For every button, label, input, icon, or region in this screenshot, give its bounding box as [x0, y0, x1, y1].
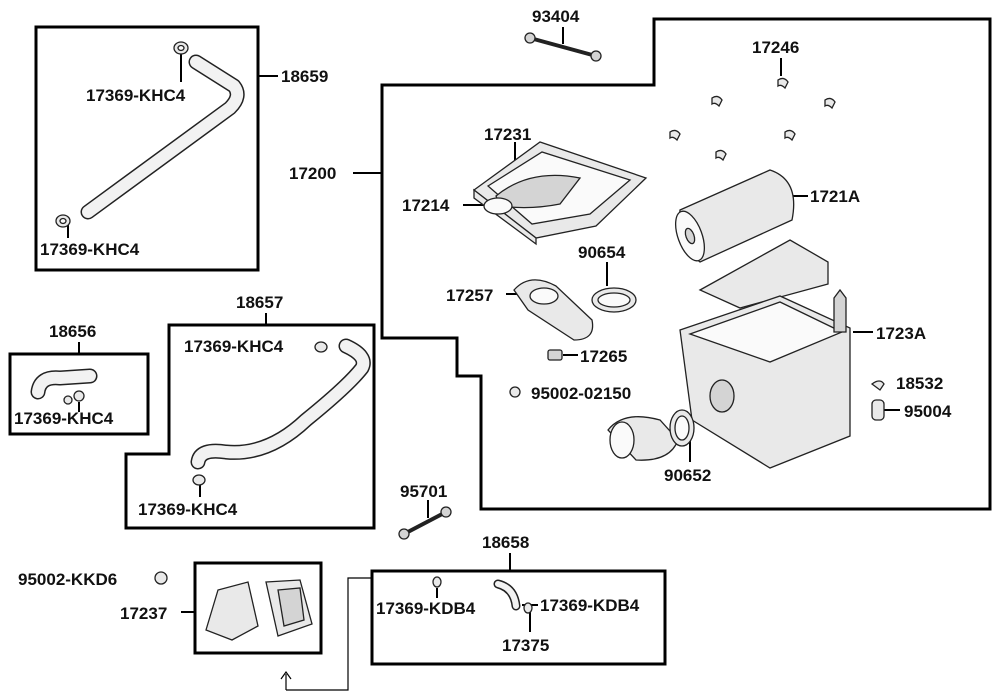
label-17237: 17237: [120, 604, 167, 623]
label-17246: 17246: [752, 38, 799, 57]
hose-18657: [190, 338, 371, 470]
frame-18658: [370, 569, 667, 666]
frame-17200: [380, 17, 992, 511]
hose-18659: [80, 54, 245, 220]
hose-clamp-icon-90654: [591, 287, 637, 313]
filter-element-1721a: [674, 169, 795, 263]
fitting-icon-17375: [523, 602, 533, 614]
bolt-icon-95701: [398, 506, 452, 540]
cap-icon-95004: [871, 399, 885, 421]
frame-18657: [124, 323, 376, 530]
label-17369-khc4-e: 17369-KHC4: [138, 500, 238, 519]
clip-icon-kdb4-a: [432, 576, 442, 588]
label-17375: 17375: [502, 636, 549, 655]
clamp-icon-18659-bottom: [55, 214, 71, 228]
label-17265: 17265: [580, 347, 627, 366]
clip-icon-95002-02150: [509, 386, 521, 398]
label-95002-02150: 95002-02150: [531, 384, 631, 403]
label-17214: 17214: [402, 196, 450, 215]
label-17369-khc4-c: 17369-KHC4: [184, 337, 284, 356]
label-1721a: 1721A: [810, 187, 860, 206]
clamp-icon-18657-bottom: [192, 474, 206, 486]
label-18658: 18658: [482, 533, 529, 552]
clamp-icon-18656: [63, 390, 85, 405]
bracket-icon-93404: [524, 32, 602, 62]
label-17369-kdb4-b: 17369-KDB4: [540, 596, 640, 615]
label-95701: 95701: [400, 482, 447, 501]
hose-18656: [30, 368, 98, 400]
label-95002-kkd6: 95002-KKD6: [18, 570, 117, 589]
label-95004: 95004: [904, 402, 952, 421]
label-17369-khc4-b: 17369-KHC4: [40, 240, 140, 259]
duct-icon-17257: [513, 279, 594, 341]
separator-icon-17237: [205, 579, 313, 641]
clamp-icon-18659-top: [173, 41, 189, 55]
label-18532: 18532: [896, 374, 943, 393]
label-17369-khc4-a: 17369-KHC4: [86, 86, 186, 105]
clip-icon-95002-kkd6: [154, 571, 168, 585]
hose-icon-18658: [493, 579, 521, 611]
duct-icon-17214: [483, 197, 513, 215]
label-1723a: 1723A: [876, 324, 926, 343]
frame-18659: [34, 25, 260, 272]
leader-17237-connector: [286, 577, 372, 691]
label-90654: 90654: [578, 243, 626, 262]
label-18657: 18657: [236, 293, 283, 312]
label-17257: 17257: [446, 286, 493, 305]
inlet-duct-icon: [607, 416, 679, 461]
clamp-icon-18657-top: [314, 341, 328, 353]
clip-icon-17246: [669, 77, 836, 162]
label-17200: 17200: [289, 164, 336, 183]
label-18659: 18659: [281, 67, 328, 86]
clip-icon-18532: [870, 380, 885, 391]
label-18656: 18656: [49, 322, 96, 341]
frame-17237: [193, 561, 323, 655]
label-17369-khc4-d: 17369-KHC4: [14, 409, 114, 428]
label-17231: 17231: [484, 125, 531, 144]
arrow-17237: [280, 670, 292, 690]
fitting-icon-17265: [547, 349, 563, 361]
air-cleaner-cover-17231: [472, 141, 648, 246]
label-17369-kdb4-a: 17369-KDB4: [376, 599, 476, 618]
lower-case-1723a: [679, 239, 851, 469]
hose-clamp-icon-90652: [669, 409, 695, 447]
label-93404: 93404: [532, 7, 580, 26]
label-90652: 90652: [664, 466, 711, 485]
